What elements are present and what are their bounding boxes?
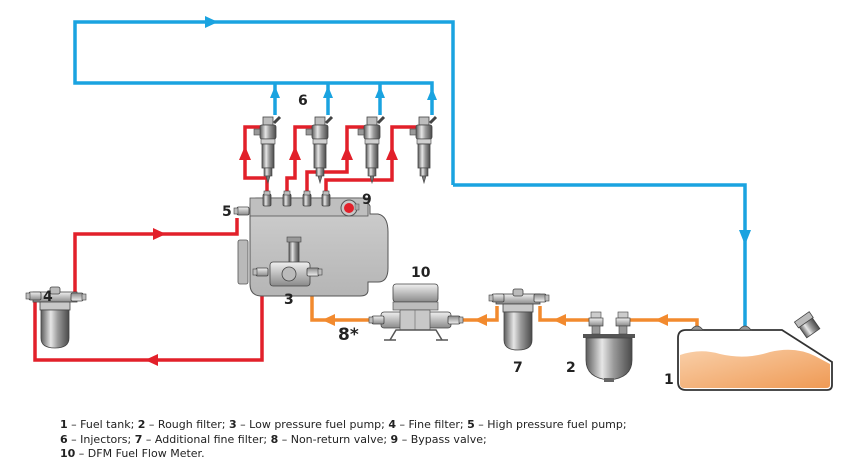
- arrow-up-icon: [270, 86, 280, 98]
- label-injectors: 6: [298, 93, 308, 109]
- arrow-up-icon: [289, 146, 301, 160]
- label-high-pressure-pump: 5: [222, 204, 232, 220]
- arrow-up-icon: [239, 146, 251, 160]
- legend: 1 – Fuel tank; 2 – Rough filter; 3 – Low…: [60, 418, 627, 462]
- label-fuel-tank: 1: [664, 372, 674, 388]
- legend-number: 3: [229, 418, 237, 431]
- legend-number: 8: [270, 432, 279, 446]
- legend-text: – High pressure fuel pump;: [474, 418, 627, 431]
- low-pressure-fuel-pump: [252, 236, 323, 287]
- rough-filter: [583, 311, 635, 382]
- arrow-left-icon: [145, 354, 158, 366]
- legend-text: – DFM Fuel Flow Meter.: [75, 447, 205, 460]
- legend-text: – Additional fine filter;: [142, 432, 271, 446]
- legend-text: – Low pressure fuel pump;: [236, 418, 389, 431]
- legend-text: – Injectors;: [67, 432, 135, 446]
- legend-row: 6 – Injectors; 7 – Additional fine filte…: [60, 433, 627, 448]
- arrow-up-icon: [341, 146, 353, 160]
- legend-row: 1 – Fuel tank; 2 – Rough filter; 3 – Low…: [60, 418, 627, 433]
- legend-number: 2: [137, 418, 146, 431]
- label-additional-fine-filter: 7: [513, 360, 523, 376]
- arrow-left-icon: [474, 314, 487, 326]
- legend-text: – Fine filter;: [396, 418, 468, 431]
- arrow-right-icon: [205, 16, 218, 28]
- arrow-up-icon: [427, 88, 437, 100]
- legend-number: 1: [60, 418, 68, 431]
- hp-pump-inlet-fitting: [233, 206, 250, 216]
- legend-number: 7: [134, 432, 143, 446]
- legend-row: 10 – DFM Fuel Flow Meter.: [60, 447, 627, 462]
- bypass-valve: [340, 199, 360, 217]
- legend-number: 4: [388, 418, 397, 431]
- legend-text: – Fuel tank;: [67, 418, 138, 431]
- arrow-left-icon: [655, 314, 668, 326]
- arrow-up-icon: [386, 146, 398, 160]
- filler-cap: [793, 311, 821, 339]
- legend-number: 6: [60, 432, 68, 446]
- label-bypass-valve: 9: [362, 192, 372, 208]
- legend-number: 9: [390, 432, 399, 446]
- label-fine-filter: 4: [43, 289, 53, 305]
- high-pressure-line-arrows: [145, 146, 398, 366]
- label-rough-filter: 2: [566, 360, 576, 376]
- dfm-fuel-flow-meter: [368, 283, 464, 341]
- legend-text: – Rough filter;: [145, 418, 230, 431]
- label-non-return-valve: 8*: [338, 325, 359, 345]
- label-flow-meter: 10: [411, 265, 431, 281]
- legend-number: 10: [60, 447, 76, 460]
- arrow-left-icon: [553, 314, 566, 326]
- arrow-down-icon: [739, 230, 751, 245]
- fuel-level: [680, 349, 830, 388]
- legend-text: – Bypass valve;: [398, 432, 487, 446]
- arrow-up-icon: [375, 86, 385, 98]
- arrow-up-icon: [323, 86, 333, 98]
- label-low-pressure-pump: 3: [284, 292, 294, 308]
- low-pressure-line: [310, 290, 699, 328]
- arrow-left-icon: [322, 314, 335, 326]
- arrow-right-icon: [153, 228, 166, 240]
- low-pressure-line-arrows: [322, 314, 668, 326]
- legend-text: – Non-return valve;: [278, 432, 391, 446]
- fuel-tank: [677, 311, 833, 391]
- legend-number: 5: [467, 418, 475, 431]
